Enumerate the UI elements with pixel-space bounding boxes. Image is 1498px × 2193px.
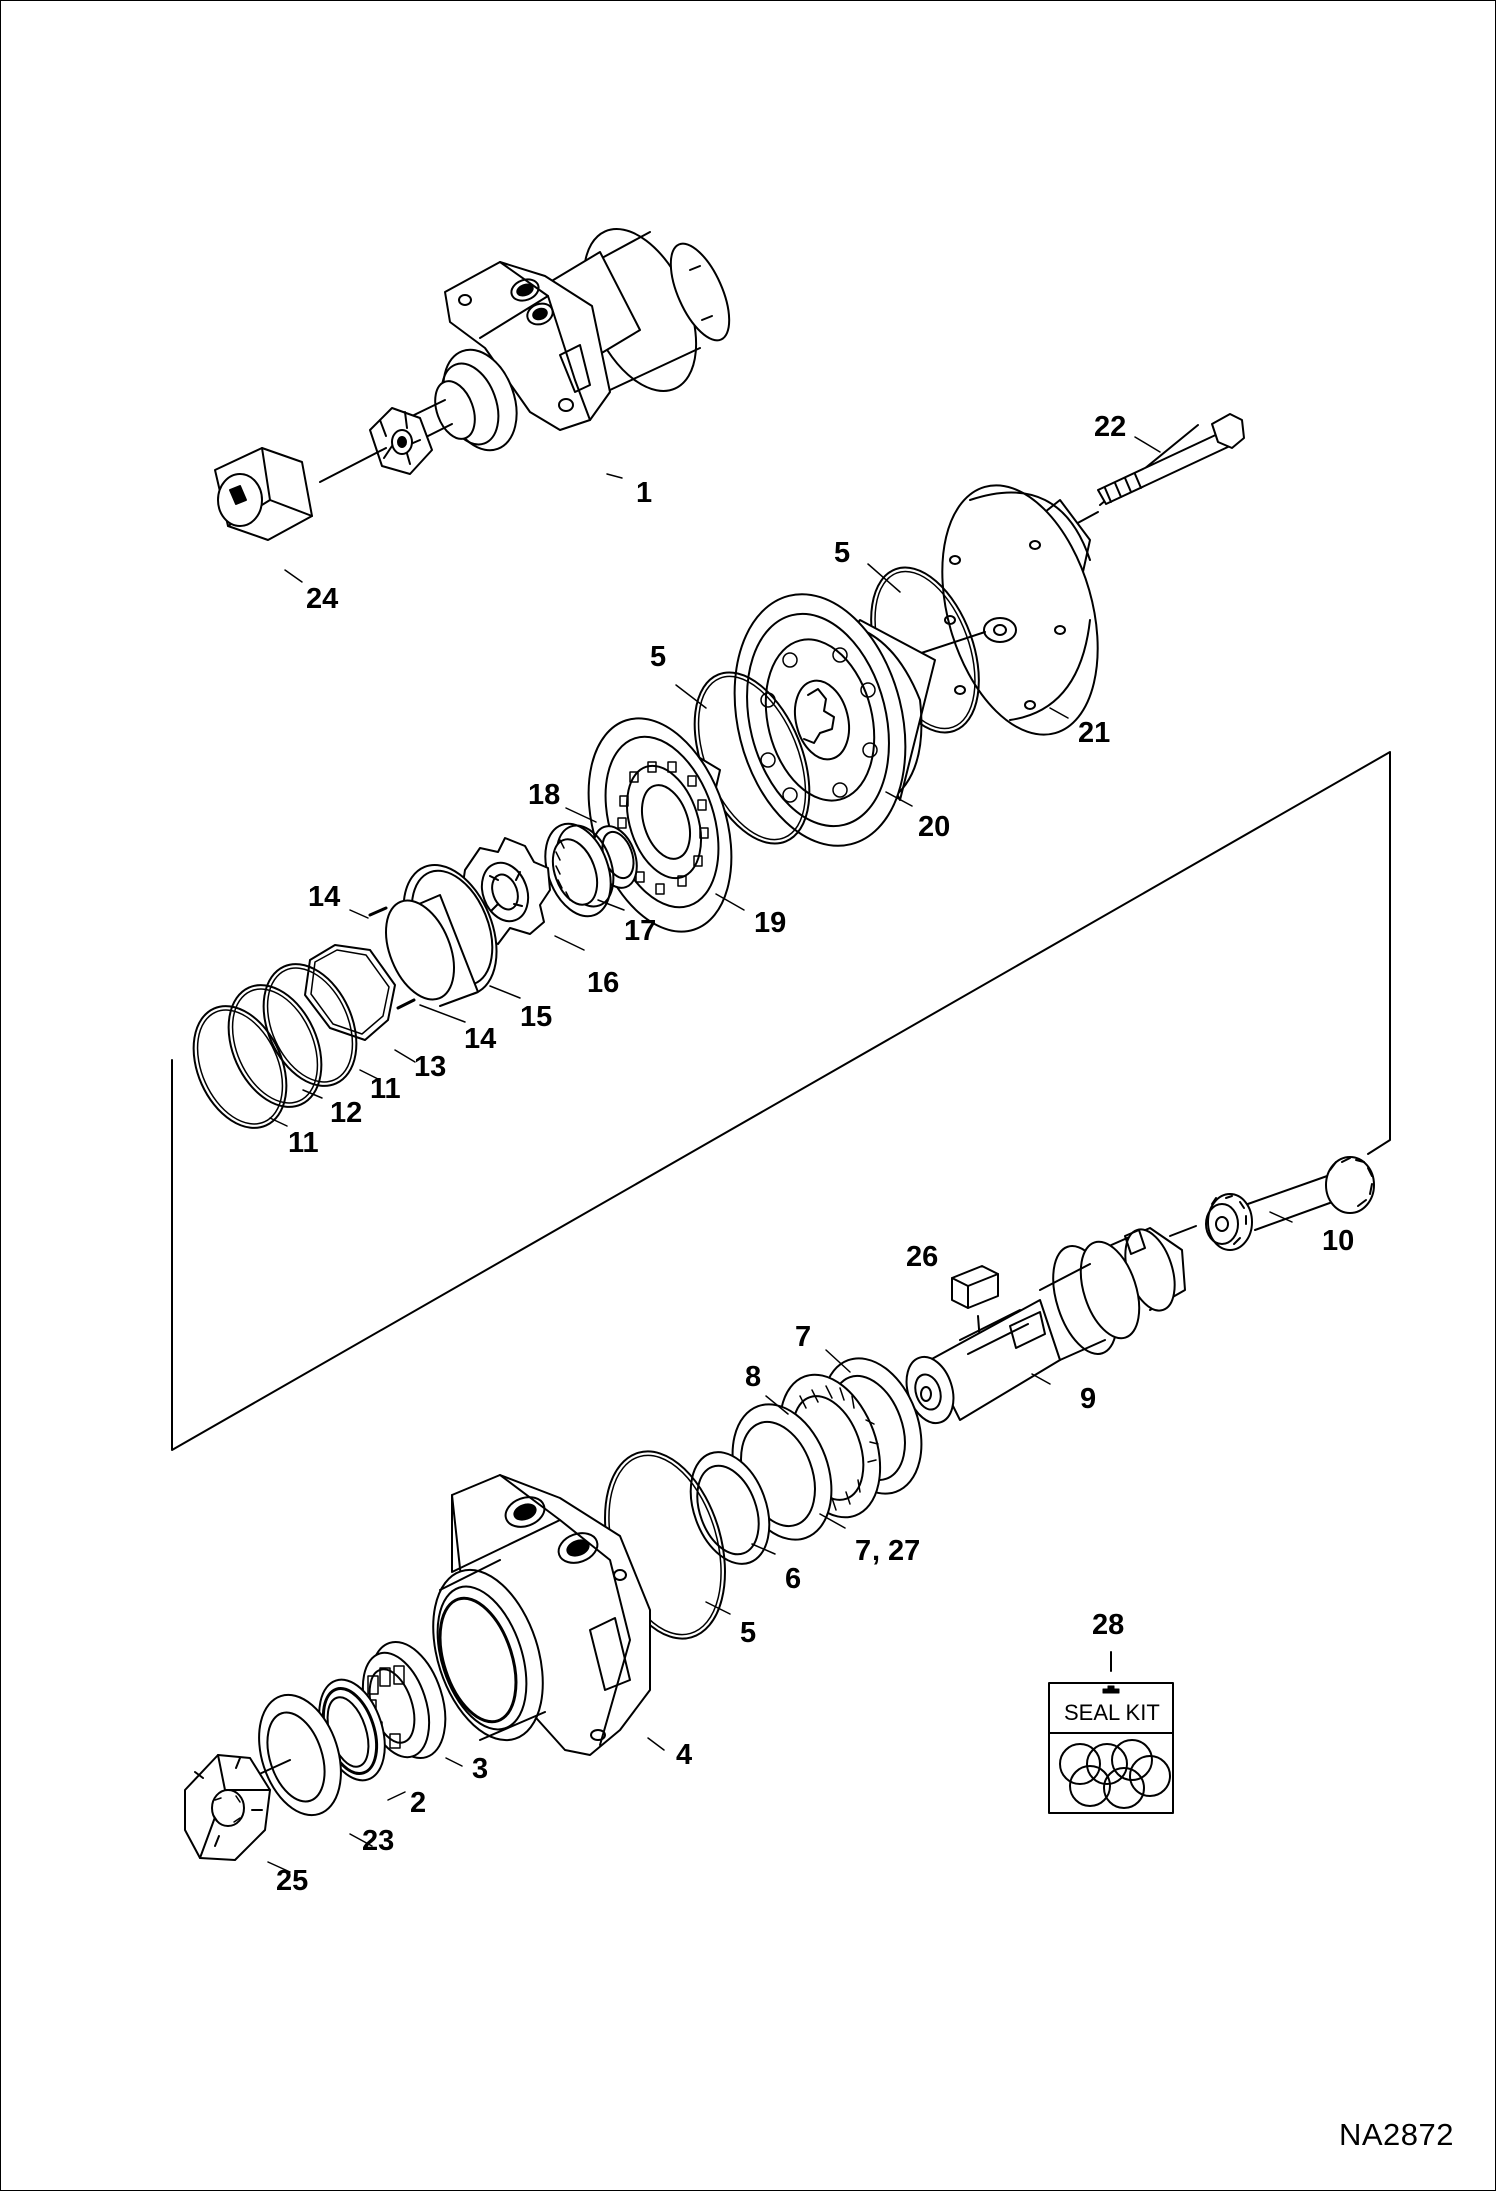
callout-14-upper: 14 — [308, 881, 340, 913]
callout-1: 1 — [636, 477, 652, 509]
part-21-end-cap — [900, 467, 1124, 753]
callout-14-lower: 14 — [464, 1023, 496, 1055]
callout-22: 22 — [1094, 411, 1126, 443]
part-4-front-housing — [413, 1475, 650, 1755]
callout-comma: , — [872, 1535, 880, 1567]
part-12-ring — [211, 970, 340, 1121]
seal-kit-label: SEAL KIT — [1064, 1700, 1160, 1725]
part-11-ring-outer — [176, 991, 305, 1142]
callout-15: 15 — [520, 1001, 552, 1033]
callout-27: 27 — [888, 1535, 920, 1567]
callout-13: 13 — [414, 1051, 446, 1083]
part-14-pins — [370, 908, 414, 1008]
callout-26: 26 — [906, 1241, 938, 1273]
sub-assembly-bracket — [172, 752, 1390, 1450]
callout-18: 18 — [528, 779, 560, 811]
callout-11-inner: 11 — [370, 1073, 401, 1105]
callout-labels: 1 2 3 4 5 5 5 6 7 7 , 27 8 9 10 11 11 12… — [276, 411, 1354, 1897]
part-9-output-shaft — [899, 1223, 1185, 1429]
part-26-key — [952, 1266, 998, 1342]
callout-28: 28 — [1092, 1609, 1124, 1641]
part-28-seal-kit — [1049, 1652, 1173, 1813]
callout-23: 23 — [362, 1825, 394, 1857]
callout-6: 6 — [785, 1563, 801, 1595]
part-17-bearing — [533, 815, 623, 926]
callout-5-upper: 5 — [834, 537, 850, 569]
callout-25: 25 — [276, 1865, 308, 1897]
callout-19: 19 — [754, 907, 786, 939]
part-10-drive-shaft — [1170, 1157, 1374, 1250]
callout-2: 2 — [410, 1787, 426, 1819]
part-24-hex-nut — [215, 448, 312, 540]
part-6-shim — [676, 1441, 783, 1575]
callout-5-lower: 5 — [740, 1617, 756, 1649]
callout-4: 4 — [676, 1739, 692, 1771]
callout-11-outer: 11 — [288, 1127, 319, 1159]
part-1-motor-assembly — [320, 212, 741, 482]
part-11-ring-inner — [246, 949, 375, 1100]
drawing-reference-code: NA2872 — [1338, 2117, 1454, 2152]
callout-8: 8 — [745, 1361, 761, 1393]
callout-17: 17 — [624, 915, 656, 947]
part-20-gerotor-housing — [709, 576, 935, 864]
callout-16: 16 — [587, 967, 619, 999]
callout-20: 20 — [918, 811, 950, 843]
part-25-castle-nut — [185, 1755, 270, 1860]
callout-5-middle: 5 — [650, 641, 666, 673]
callout-7b: 7 — [855, 1535, 871, 1567]
callout-21: 21 — [1078, 717, 1110, 749]
callout-9: 9 — [1080, 1383, 1096, 1415]
leader-lines — [268, 437, 1292, 1872]
callout-10: 10 — [1322, 1225, 1354, 1257]
part-13-ring — [305, 945, 395, 1040]
part-23-washer — [245, 1684, 356, 1825]
part-15-seal-carrier — [373, 851, 515, 1009]
callout-3: 3 — [472, 1753, 488, 1785]
part-22-bolt — [1050, 414, 1244, 538]
callout-12: 12 — [330, 1097, 362, 1129]
callout-24: 24 — [306, 583, 338, 615]
callout-7: 7 — [795, 1321, 811, 1353]
